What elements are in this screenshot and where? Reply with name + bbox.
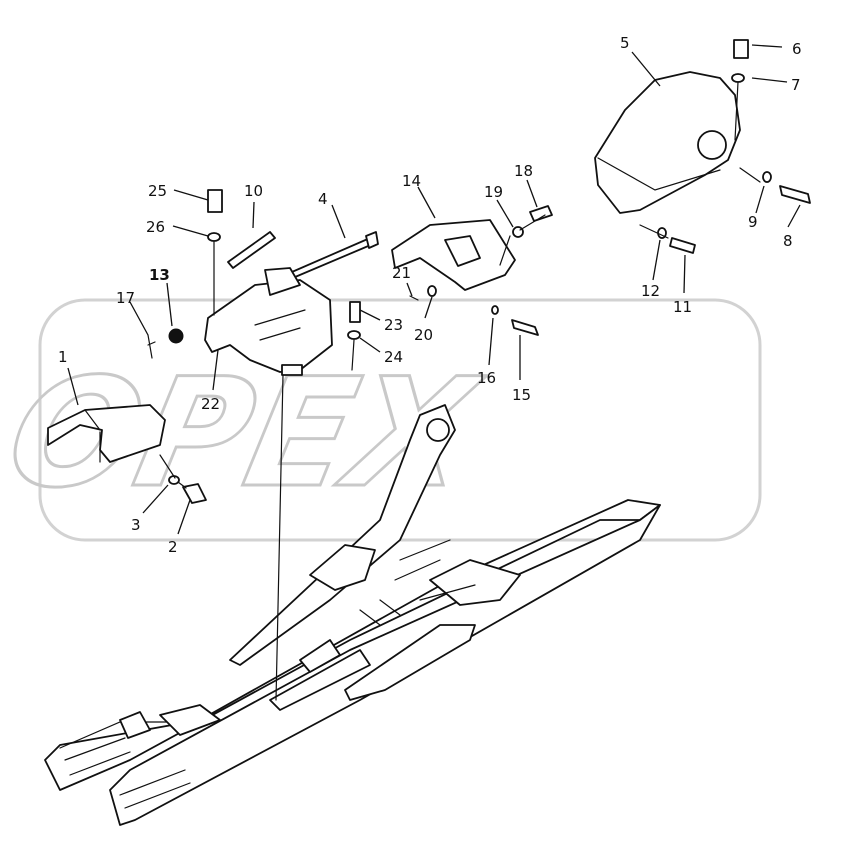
axis-23 <box>351 339 355 371</box>
part-25-bolt <box>207 189 223 213</box>
part-9-washer <box>762 171 772 183</box>
callout-10: 10 <box>244 182 263 200</box>
callout-12: 12 <box>641 282 660 300</box>
tower-arm <box>229 404 456 666</box>
main-frame <box>44 404 661 826</box>
callout-19: 19 <box>484 183 503 201</box>
callout-5: 5 <box>620 34 630 52</box>
frame-detail-lines-2 <box>119 769 191 809</box>
callout-labels: 1 2 3 4 5 6 7 8 9 10 11 12 13 14 15 16 1… <box>58 34 802 556</box>
part-21-pin <box>409 295 419 301</box>
frame-block <box>159 704 221 736</box>
part-1-cover <box>47 404 166 463</box>
crossmember <box>269 649 371 711</box>
part-10-pin <box>227 231 276 269</box>
part-6-bolt <box>733 39 749 59</box>
callout-25: 25 <box>148 182 167 200</box>
callout-14: 14 <box>402 172 421 190</box>
callout-18: 18 <box>514 162 533 180</box>
part-24-washer <box>347 330 361 340</box>
part-15-bolt <box>511 319 539 336</box>
part-11-bolt <box>669 237 696 254</box>
callout-3: 3 <box>131 516 141 534</box>
part-4-bolt-head <box>365 231 379 249</box>
part-2-bolt <box>182 483 207 504</box>
callout-17: 17 <box>116 289 135 307</box>
part-6-axis <box>734 81 739 141</box>
callout-leaders <box>67 44 801 535</box>
tower-gusset <box>429 559 521 606</box>
callout-22: 22 <box>201 395 220 413</box>
part-8-bolt <box>779 185 811 204</box>
callout-21: 21 <box>392 264 411 282</box>
callout-26: 26 <box>146 218 165 236</box>
callout-9: 9 <box>748 213 758 231</box>
part-23-bolt <box>349 301 361 323</box>
part-5-hole <box>697 130 727 160</box>
axis-main <box>275 374 284 701</box>
part-17-clip <box>147 334 156 359</box>
axis-14 <box>499 214 546 266</box>
callout-15: 15 <box>512 386 531 404</box>
callout-11: 11 <box>673 298 692 316</box>
tower-pin-hole <box>426 418 450 442</box>
part-1-fold <box>84 409 101 463</box>
part-5-edge <box>597 157 721 191</box>
part-26-washer <box>207 232 221 242</box>
callout-4: 4 <box>318 190 328 208</box>
callout-20: 20 <box>414 326 433 344</box>
part-16-washer <box>491 305 499 315</box>
callout-16: 16 <box>477 369 496 387</box>
tower-window <box>309 544 376 591</box>
part-14-window <box>444 235 481 267</box>
part-13-plug <box>168 328 184 344</box>
callout-24: 24 <box>384 348 403 366</box>
callout-2: 2 <box>168 538 178 556</box>
part-18-bolt <box>529 205 553 222</box>
callout-6: 6 <box>792 40 802 58</box>
axis-guard <box>639 167 761 239</box>
frame-block-2 <box>119 711 151 739</box>
tower-ribs <box>394 539 476 601</box>
frame-detail-lines <box>64 737 131 776</box>
part-22-ribs <box>254 309 306 341</box>
frame-bracket <box>299 639 341 673</box>
part-20-washer <box>427 285 437 297</box>
callout-7: 7 <box>791 76 801 94</box>
callout-13: 13 <box>149 266 170 284</box>
tower-ribs-2 <box>359 599 401 626</box>
frame-boss <box>344 624 476 701</box>
axis-2 <box>159 454 187 489</box>
callout-8: 8 <box>783 232 793 250</box>
callout-23: 23 <box>384 316 403 334</box>
part-4-long-bolt <box>284 237 374 281</box>
callout-1: 1 <box>58 348 68 366</box>
part-22-boss <box>264 267 301 296</box>
part-22-foot <box>281 364 303 376</box>
frame-left-rail <box>44 499 661 791</box>
part-7-washer <box>731 73 745 83</box>
